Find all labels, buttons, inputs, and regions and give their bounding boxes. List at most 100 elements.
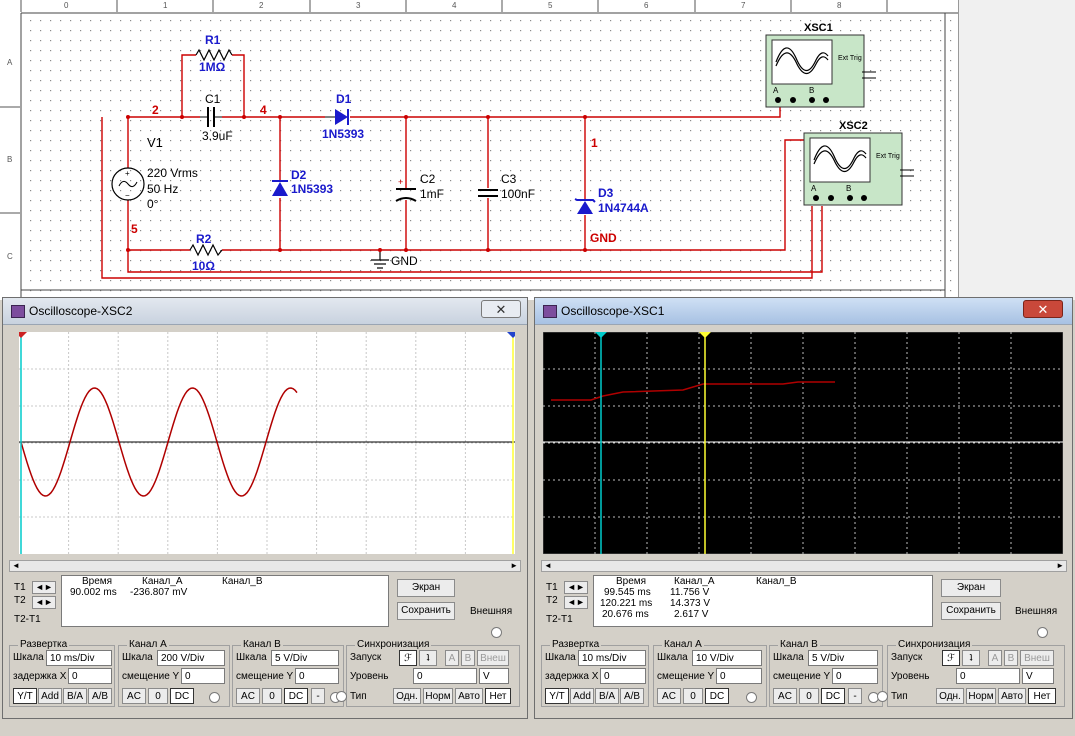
channel-a-scale-field[interactable]: 200 V/Div	[157, 650, 225, 666]
channel-b-scale-field[interactable]: 5 V/Div	[271, 650, 339, 666]
c2-value[interactable]: 1mF	[420, 187, 444, 201]
channel-b-dc-button[interactable]: DC	[821, 688, 845, 704]
falling-edge-icon[interactable]: ʇ	[419, 650, 437, 666]
cursor-t1-handle[interactable]	[19, 332, 27, 338]
d3-name[interactable]: D3	[598, 186, 614, 200]
v1-rms[interactable]: 220 Vrms	[147, 166, 198, 180]
ground-radio[interactable]	[1037, 627, 1048, 638]
channel-b-zero-button[interactable]: 0	[799, 688, 819, 704]
channel-a-scale-field[interactable]: 10 V/Div	[692, 650, 762, 666]
d2-model[interactable]: 1N5393	[291, 182, 334, 196]
add-mode-button[interactable]: Add	[570, 688, 594, 704]
x-position-field[interactable]: 0	[600, 668, 646, 684]
channel-b-ypos-field[interactable]: 0	[295, 668, 339, 684]
d3-model[interactable]: 1N4744A	[598, 201, 649, 215]
trigger-radio[interactable]	[877, 691, 888, 702]
trigger-single-button[interactable]: Одн.	[393, 688, 421, 704]
channel-b-ypos-field[interactable]: 0	[832, 668, 878, 684]
r1-value[interactable]: 1MΩ	[199, 60, 226, 74]
save-button[interactable]: Сохранить	[397, 602, 455, 620]
xsc2-horizontal-scrollbar[interactable]: ◄ ►	[9, 560, 521, 572]
ab-mode-button[interactable]: A/B	[88, 688, 112, 704]
xsc1-titlebar[interactable]: Oscilloscope-XSC1 ✕	[535, 298, 1072, 325]
channel-b-ac-button[interactable]: AC	[236, 688, 260, 704]
channel-a-radio[interactable]	[746, 692, 757, 703]
timebase-scale-field[interactable]: 10 ms/Div	[578, 650, 646, 666]
trigger-normal-button[interactable]: Норм	[423, 688, 453, 704]
save-button[interactable]: Сохранить	[941, 602, 1001, 620]
ba-mode-button[interactable]: B/A	[63, 688, 87, 704]
timebase-scale-field[interactable]: 10 ms/Div	[46, 650, 112, 666]
ground-radio[interactable]	[491, 627, 502, 638]
c1-name[interactable]: C1	[205, 92, 221, 106]
trigger-none-button[interactable]: Нет	[1028, 688, 1056, 704]
v1-phase[interactable]: 0°	[147, 197, 159, 211]
xsc1-label[interactable]: XSC1	[804, 22, 833, 34]
channel-b-invert-button[interactable]: -	[848, 688, 862, 704]
yt-mode-button[interactable]: Y/T	[545, 688, 569, 704]
yt-mode-button[interactable]: Y/T	[13, 688, 37, 704]
schematic-canvas[interactable]: + + − 0 1 2 3 4 5 6 7 8 A B C R1	[0, 0, 1075, 300]
trigger-normal-button[interactable]: Норм	[966, 688, 996, 704]
t1-arrows-button[interactable]: ◄►	[32, 581, 56, 594]
channel-a-zero-button[interactable]: 0	[683, 688, 703, 704]
trigger-level-unit[interactable]: V	[479, 668, 509, 684]
cursor-t2-handle[interactable]	[699, 332, 711, 338]
trigger-auto-button[interactable]: Авто	[998, 688, 1026, 704]
trigger-auto-button[interactable]: Авто	[455, 688, 483, 704]
trigger-radio[interactable]	[336, 691, 347, 702]
oscilloscope-xsc1-window[interactable]: Oscilloscope-XSC1 ✕ ◄ ► T1 T2 T2-T1 ◄► ◄…	[534, 297, 1073, 719]
channel-b-zero-button[interactable]: 0	[262, 688, 282, 704]
c1-value[interactable]: 3.9uF	[202, 129, 233, 143]
cursor-t2-handle[interactable]	[507, 332, 515, 338]
xsc2-label[interactable]: XSC2	[839, 120, 868, 132]
channel-a-zero-button[interactable]: 0	[148, 688, 168, 704]
channel-b-dc-button[interactable]: DC	[284, 688, 308, 704]
trigger-level-field[interactable]: 0	[956, 668, 1020, 684]
channel-a-dc-button[interactable]: DC	[170, 688, 194, 704]
trigger-source-ext-button[interactable]: Внеш	[1020, 650, 1054, 666]
xsc2-titlebar[interactable]: Oscilloscope-XSC2 ✕	[3, 298, 527, 325]
x-position-field[interactable]: 0	[68, 668, 112, 684]
xsc2-screen[interactable]	[19, 332, 515, 554]
d1-model[interactable]: 1N5393	[322, 127, 365, 141]
trigger-single-button[interactable]: Одн.	[936, 688, 964, 704]
oscilloscope-xsc2-window[interactable]: Oscilloscope-XSC2 ✕ ◄ ► T1 T2 T2-T1 ◄► ◄…	[2, 297, 528, 719]
channel-b-ac-button[interactable]: AC	[773, 688, 797, 704]
falling-edge-icon[interactable]: ʇ	[962, 650, 980, 666]
channel-b-invert-button[interactable]: -	[311, 688, 325, 704]
close-icon[interactable]: ✕	[481, 300, 521, 318]
t2-arrows-button[interactable]: ◄►	[32, 596, 56, 609]
channel-b-scale-field[interactable]: 5 V/Div	[808, 650, 878, 666]
trigger-level-unit[interactable]: V	[1022, 668, 1054, 684]
t2-arrows-button[interactable]: ◄►	[564, 596, 588, 609]
ab-mode-button[interactable]: A/B	[620, 688, 644, 704]
d1-name[interactable]: D1	[336, 92, 352, 106]
channel-a-dc-button[interactable]: DC	[705, 688, 729, 704]
r2-value[interactable]: 10Ω	[192, 259, 215, 273]
trigger-source-ext-button[interactable]: Внеш	[477, 650, 509, 666]
trigger-level-field[interactable]: 0	[413, 668, 477, 684]
channel-a-ac-button[interactable]: AC	[122, 688, 146, 704]
v1-frequency[interactable]: 50 Hz	[147, 182, 179, 196]
channel-a-radio[interactable]	[209, 692, 220, 703]
xsc1-horizontal-scrollbar[interactable]: ◄ ►	[541, 560, 1067, 572]
r1-name[interactable]: R1	[205, 33, 221, 47]
c2-name[interactable]: C2	[420, 172, 436, 186]
cursor-t1-handle[interactable]	[595, 332, 607, 338]
channel-a-ypos-field[interactable]: 0	[716, 668, 762, 684]
ba-mode-button[interactable]: B/A	[595, 688, 619, 704]
v1-name[interactable]: V1	[147, 135, 163, 150]
trigger-source-a-button[interactable]: A	[445, 650, 459, 666]
trigger-source-b-button[interactable]: B	[461, 650, 475, 666]
screen-reverse-button[interactable]: Экран	[941, 579, 1001, 597]
r2-name[interactable]: R2	[196, 232, 212, 246]
d2-name[interactable]: D2	[291, 168, 307, 182]
screen-reverse-button[interactable]: Экран	[397, 579, 455, 597]
rising-edge-icon[interactable]: ℱ	[399, 650, 417, 666]
xsc1-screen[interactable]	[543, 332, 1063, 554]
rising-edge-icon[interactable]: ℱ	[942, 650, 960, 666]
add-mode-button[interactable]: Add	[38, 688, 62, 704]
close-icon[interactable]: ✕	[1023, 300, 1063, 318]
trigger-source-b-button[interactable]: B	[1004, 650, 1018, 666]
